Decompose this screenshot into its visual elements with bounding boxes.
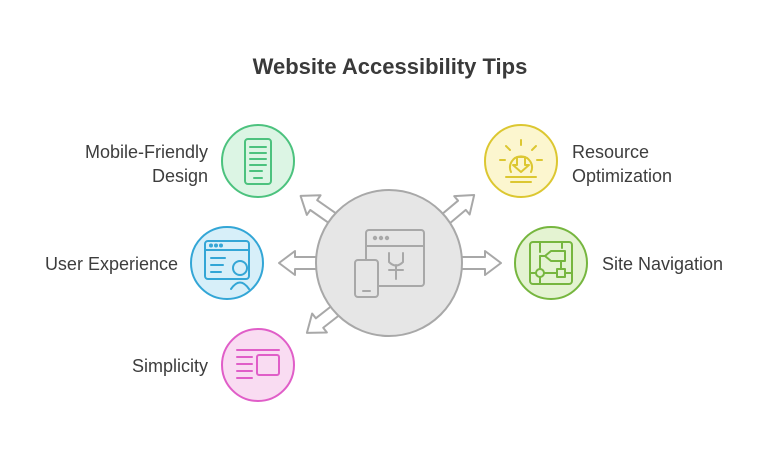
tip-mobile-friendly: Mobile-Friendly Design	[85, 124, 295, 198]
diagram-title: Website Accessibility Tips	[253, 54, 528, 79]
user-profile-window-icon	[204, 240, 250, 290]
tip-navigation-label: Site Navigation	[602, 254, 723, 274]
text-and-image-layout-icon	[236, 349, 280, 379]
web-devices-icon	[354, 229, 425, 298]
tip-resource-circle	[484, 124, 558, 198]
tip-simplicity-label: Simplicity	[132, 356, 208, 376]
tip-resource-label-line2: Optimization	[572, 166, 672, 186]
central-hub	[315, 189, 463, 337]
tip-resource-optimization: Resource Optimization	[484, 124, 672, 198]
tip-ux-circle	[190, 226, 264, 300]
tip-mobile-label-line2: Design	[152, 166, 208, 186]
smartphone-icon	[244, 138, 272, 185]
tip-mobile-circle	[221, 124, 295, 198]
tip-navigation-circle	[514, 226, 588, 300]
tip-user-experience: User Experience	[45, 226, 264, 300]
lightbulb-download-icon	[499, 139, 543, 183]
tip-site-navigation: Site Navigation	[514, 226, 723, 300]
tip-ux-label: User Experience	[45, 254, 178, 274]
tip-simplicity: Simplicity	[132, 328, 295, 402]
tip-resource-label-line1: Resource	[572, 142, 649, 162]
sitemap-flow-icon	[529, 241, 573, 285]
tip-mobile-label-line1: Mobile-Friendly	[85, 142, 208, 162]
